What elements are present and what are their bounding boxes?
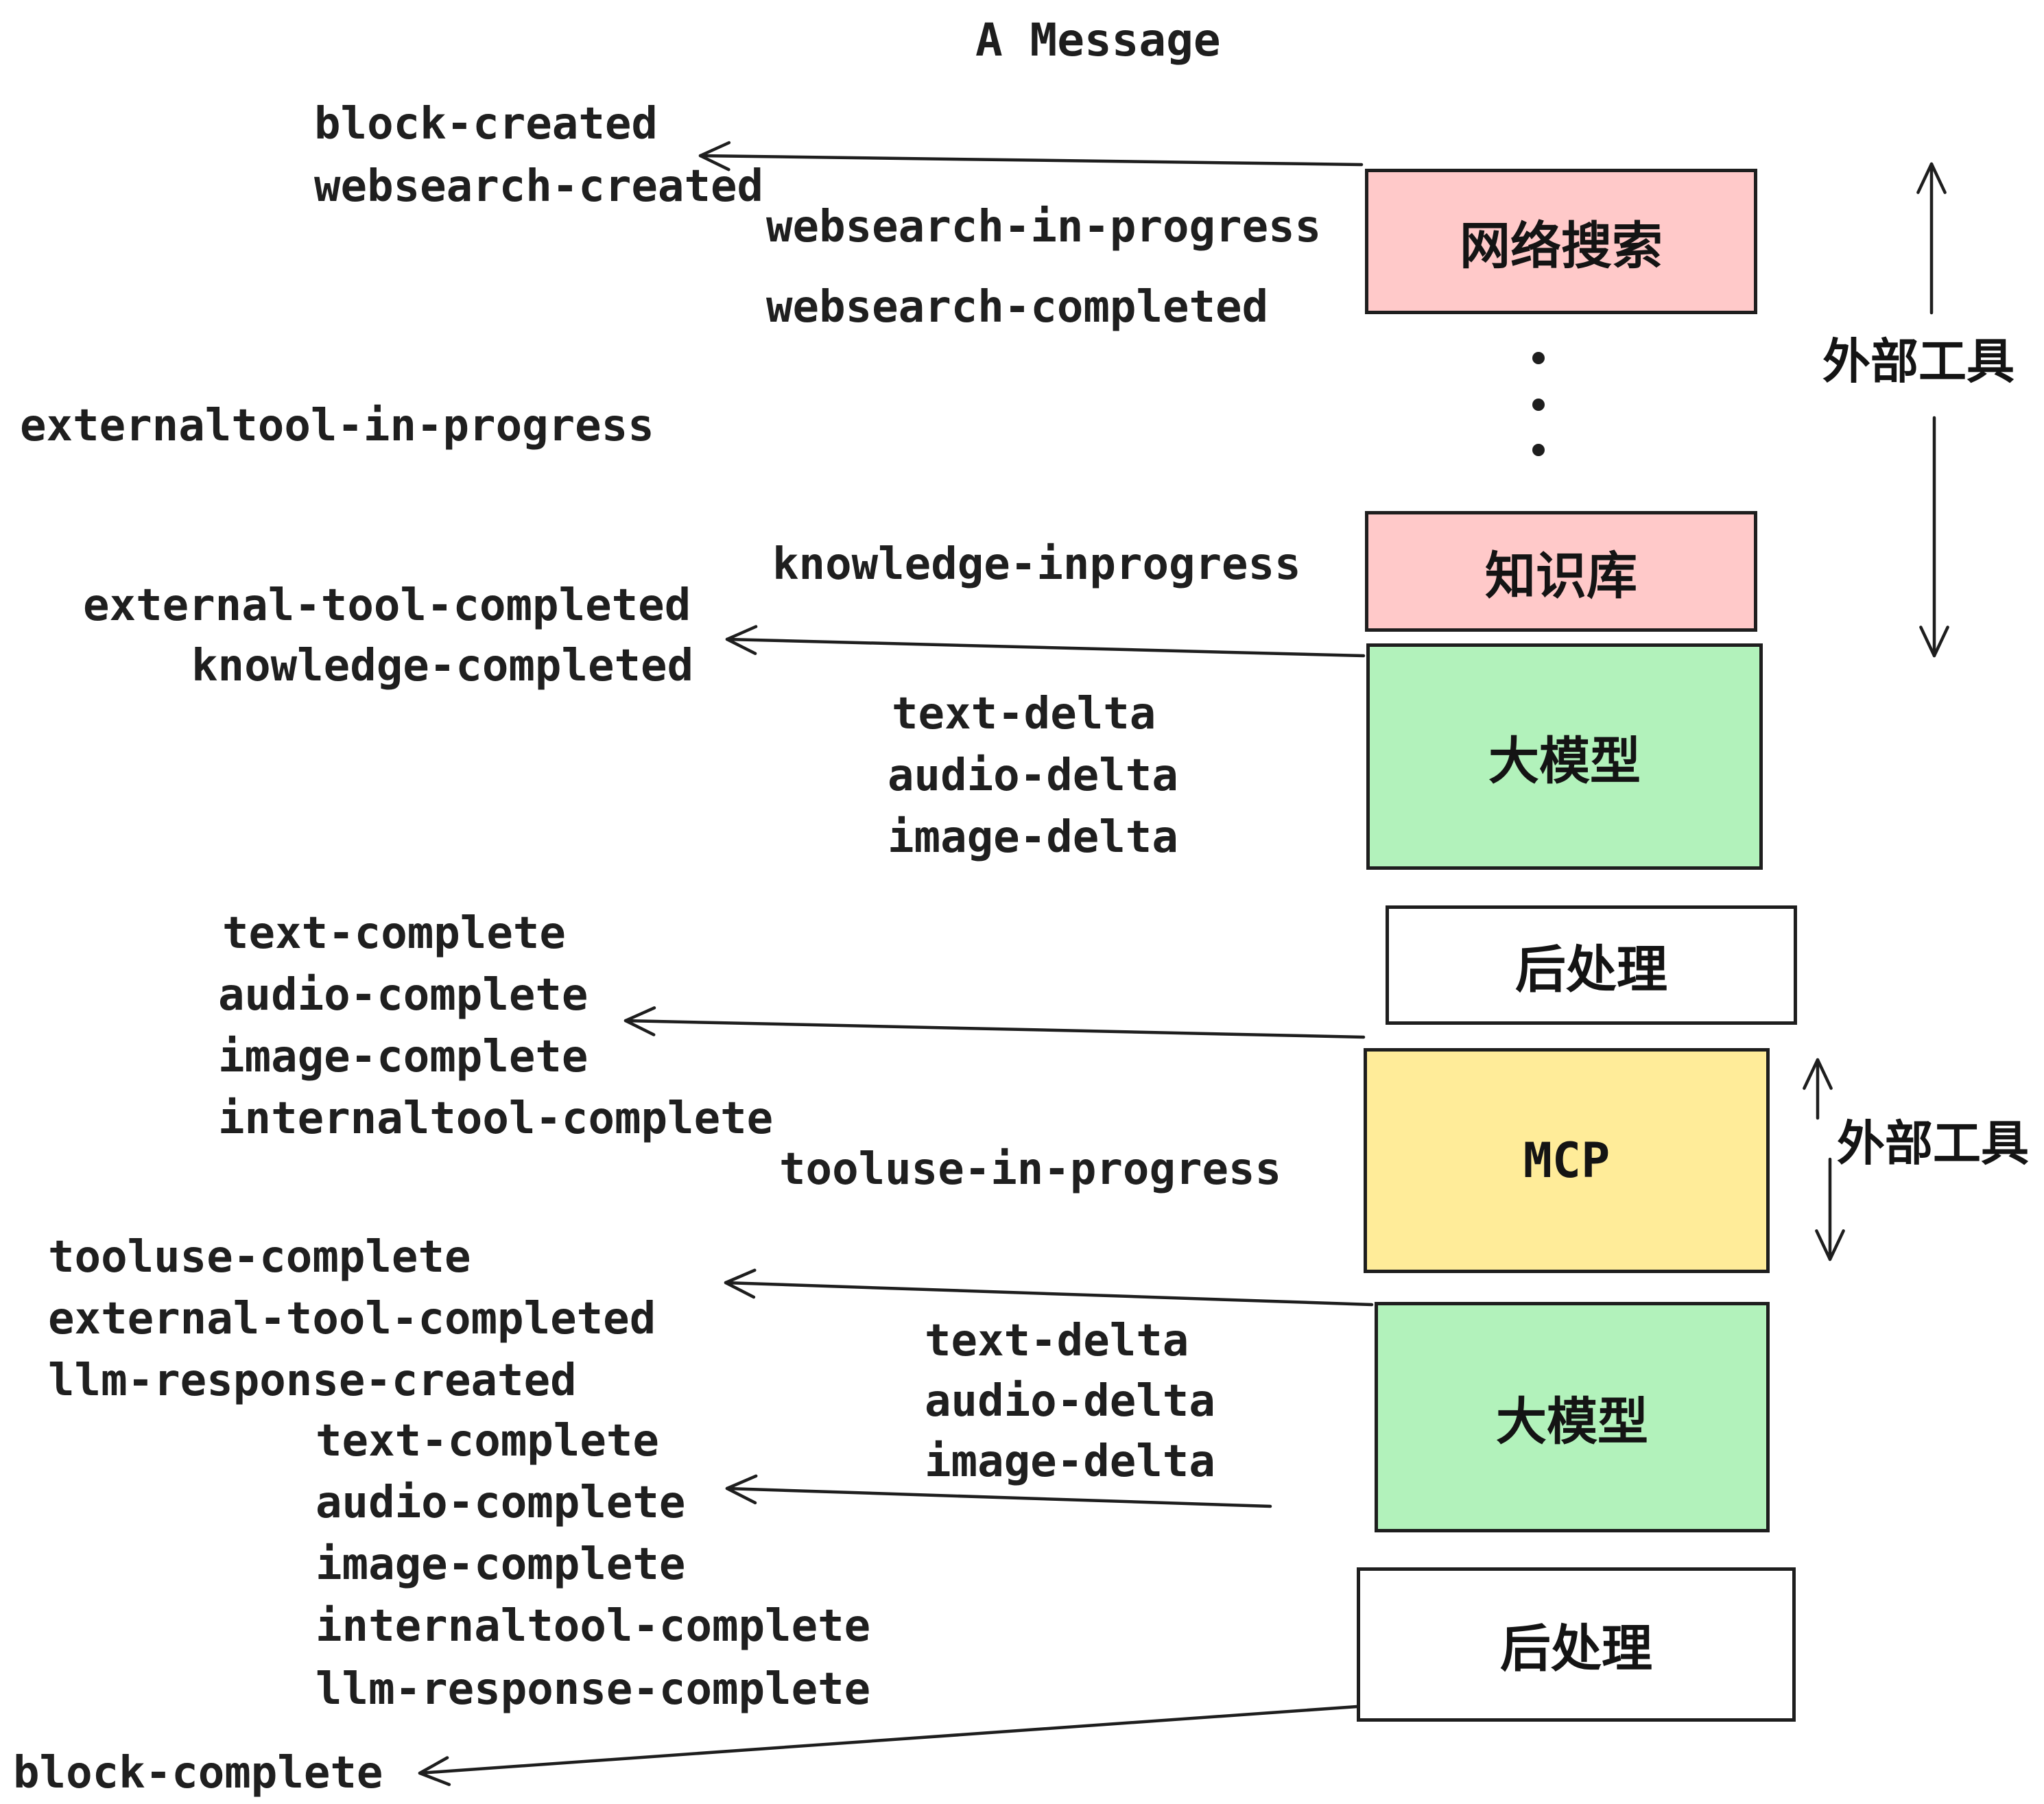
event-label-websearch-created-1: websearch-created: [314, 161, 764, 212]
flow-box-label-post-1: 后处理: [1515, 940, 1667, 999]
arrow-to-image-complete: [623, 1006, 1366, 1039]
ellipsis-dot-1: [1532, 352, 1545, 364]
arrow-external-tools-2-up: [1803, 1058, 1833, 1120]
event-label-text-delta-25: text-delta: [925, 1316, 1189, 1366]
flow-box-llm-1: 大模型: [1366, 643, 1763, 870]
event-label-llm-response-complete-23: llm-response-complete: [316, 1664, 871, 1715]
event-label-text-complete-19: text-complete: [316, 1416, 659, 1467]
flow-box-label-llm-1: 大模型: [1488, 731, 1641, 791]
flow-box-post-1: 后处理: [1386, 905, 1797, 1025]
event-label-text-delta-8: text-delta: [892, 689, 1156, 739]
arrow-to-tooluse-complete: [724, 1268, 1374, 1307]
flow-box-mcp: MCP: [1364, 1048, 1770, 1273]
event-label-image-delta-10: image-delta: [888, 812, 1178, 863]
flow-box-llm-2: 大模型: [1375, 1302, 1770, 1532]
event-label-internaltool-complete-14: internaltool-complete: [218, 1093, 774, 1144]
side-label-external-tools-2: 外部工具: [1837, 1115, 2029, 1172]
flow-box-label-knowledge: 知识库: [1485, 546, 1637, 606]
event-label-text-complete-11: text-complete: [222, 908, 566, 959]
flow-box-label-llm-2: 大模型: [1496, 1392, 1648, 1451]
arrow-to-block-created: [698, 141, 1364, 171]
event-label-tooluse-complete-16: tooluse-complete: [48, 1232, 471, 1283]
event-label-websearch-in-progress-2: websearch-in-progress: [766, 202, 1322, 252]
event-label-llm-response-created-18: llm-response-created: [48, 1355, 577, 1406]
event-label-block-created-0: block-created: [314, 99, 658, 150]
event-label-externaltool-in-progress-4: externaltool-in-progress: [20, 401, 654, 451]
ellipsis-dot-3: [1532, 444, 1545, 456]
flow-box-label-mcp: MCP: [1523, 1132, 1611, 1189]
event-label-external-tool-completed-6: external-tool-completed: [83, 580, 691, 631]
event-label-websearch-completed-3: websearch-completed: [766, 282, 1269, 333]
arrow-to-block-complete: [418, 1705, 1359, 1786]
event-label-internaltool-complete-22: internaltool-complete: [316, 1601, 871, 1652]
event-label-audio-complete-12: audio-complete: [218, 970, 589, 1021]
event-label-external-tool-completed-17: external-tool-completed: [48, 1294, 656, 1344]
event-label-audio-delta-26: audio-delta: [925, 1376, 1215, 1427]
event-label-image-delta-27: image-delta: [925, 1436, 1215, 1487]
page-title: A Message: [975, 14, 1221, 67]
event-label-audio-complete-20: audio-complete: [316, 1477, 686, 1528]
flow-box-post-2: 后处理: [1357, 1567, 1796, 1722]
event-label-knowledge-completed-7: knowledge-completed: [191, 641, 694, 691]
event-label-image-complete-21: image-complete: [316, 1539, 686, 1590]
event-label-image-complete-13: image-complete: [218, 1032, 589, 1082]
arrow-external-tools-2-down: [1815, 1157, 1845, 1261]
flow-box-websearch: 网络搜索: [1365, 169, 1757, 314]
event-label-tooluse-in-progress-15: tooluse-in-progress: [779, 1144, 1282, 1195]
flow-box-label-websearch: 网络搜索: [1460, 216, 1663, 276]
arrow-to-knowledge-completed: [725, 625, 1366, 658]
arrow-external-tools-1-down: [1919, 416, 1949, 658]
ellipsis-dot-2: [1532, 399, 1545, 411]
flow-box-knowledge: 知识库: [1365, 511, 1757, 632]
arrow-external-tools-1-up: [1916, 162, 1947, 315]
event-label-audio-delta-9: audio-delta: [888, 750, 1178, 801]
event-label-knowledge-inprogress-5: knowledge-inprogress: [772, 539, 1301, 590]
event-label-block-complete-24: block-complete: [13, 1748, 383, 1799]
side-label-external-tools-1: 外部工具: [1822, 333, 2015, 390]
flow-box-label-post-2: 后处理: [1500, 1619, 1652, 1678]
